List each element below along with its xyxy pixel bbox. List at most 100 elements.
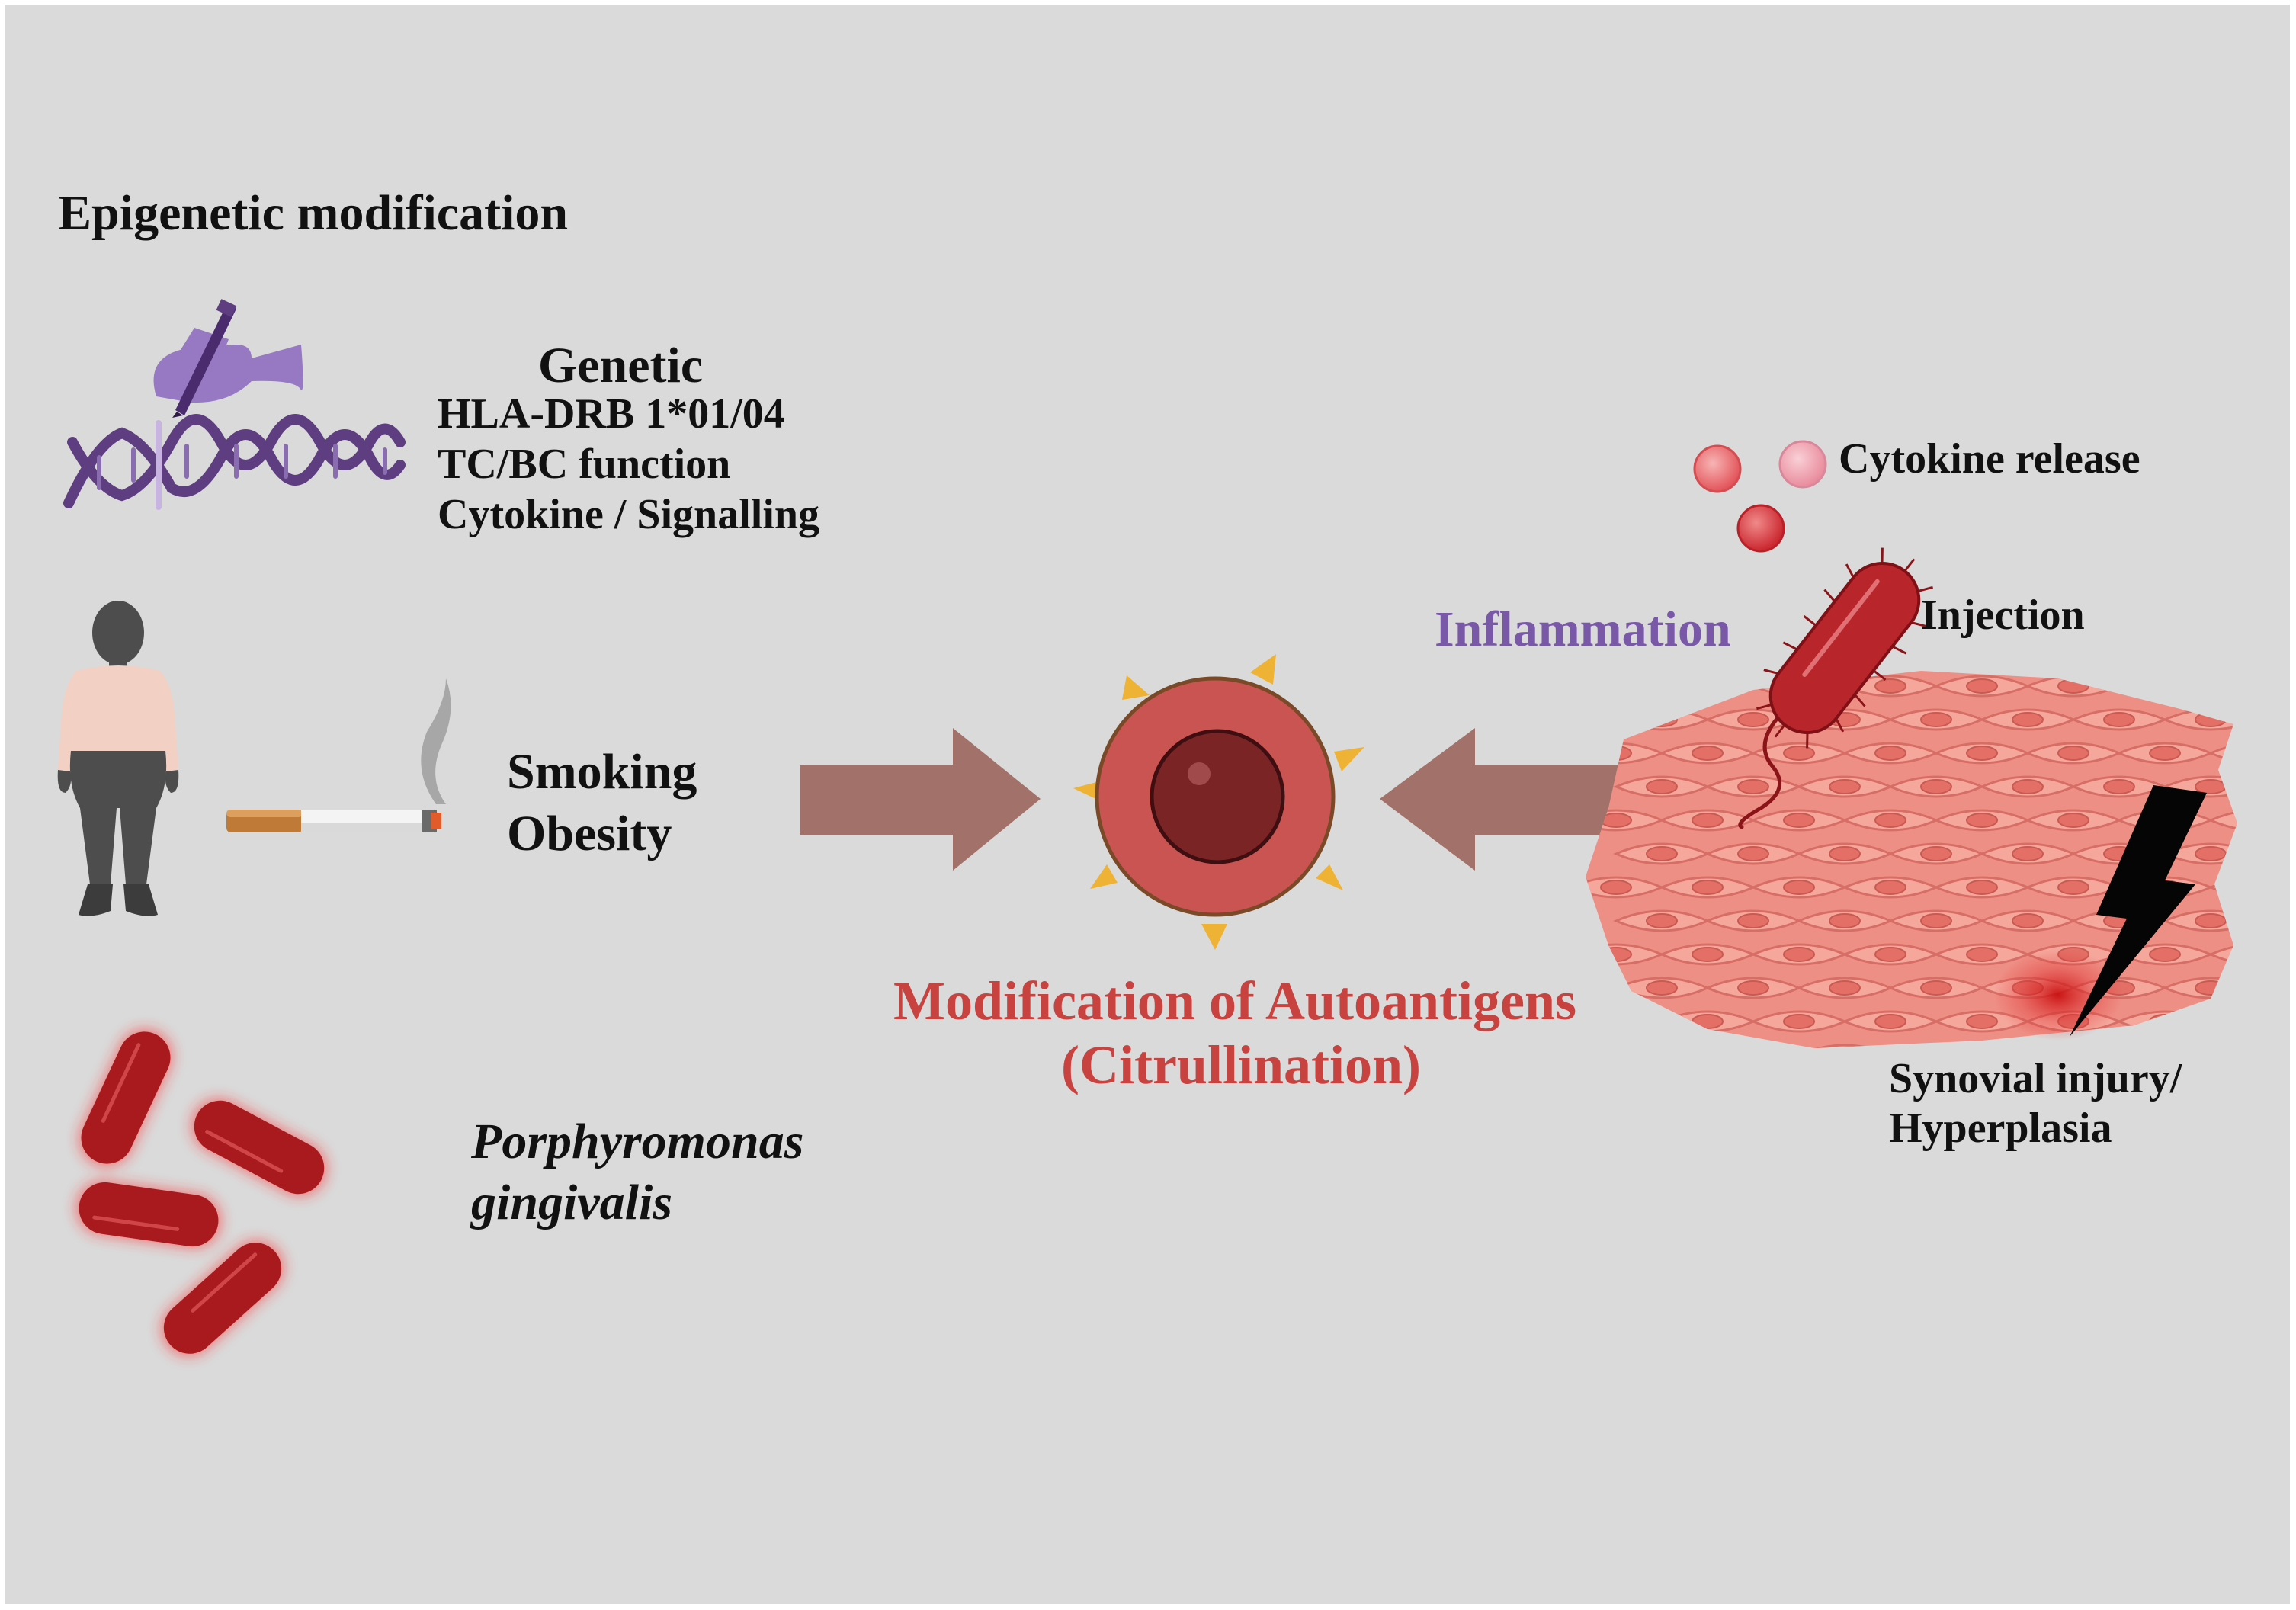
cytokine-icon [1693, 440, 1827, 553]
hand-pen-icon [153, 299, 303, 418]
synovial-cell-nucleus [1600, 1014, 1632, 1029]
synovial-cell-nucleus [2149, 746, 2181, 761]
bacteria-name-line2: gingivalis [471, 1175, 673, 1230]
synovial-cell-nucleus [1920, 846, 1952, 861]
synovial-cell [2208, 675, 2237, 698]
synovial-cell-nucleus [1646, 913, 1678, 928]
synovial-cell-nucleus [1737, 712, 1769, 727]
obesity-label: Obesity [507, 806, 672, 861]
synovial-cell-nucleus [2195, 980, 2227, 996]
synovial-cell [2208, 809, 2237, 832]
synovial-cell-nucleus [1783, 880, 1815, 895]
synovial-cell-nucleus [1692, 1014, 1724, 1029]
synovial-cell-nucleus [1966, 813, 1998, 828]
synovial-cell-nucleus [1600, 746, 1632, 761]
synovial-cell-nucleus [1829, 1047, 1861, 1048]
synovial-cell-nucleus [1737, 913, 1769, 928]
synovial-cell-nucleus [1737, 1047, 1769, 1048]
synovial-cell-nucleus [1692, 880, 1724, 895]
bacteria-icon [75, 1028, 327, 1357]
synovial-cell-nucleus [2057, 813, 2089, 828]
synovial-cell-nucleus [1600, 880, 1632, 895]
arrow-left-to-cell [1380, 728, 1622, 871]
synovial-cell [1613, 1044, 1711, 1048]
synovial-cell-nucleus [1966, 1014, 1998, 1029]
synovial-cell-nucleus [1920, 712, 1952, 727]
synovial-cell-nucleus [1783, 813, 1815, 828]
synovial-cell-nucleus [1600, 947, 1632, 962]
synovial-label-line2: Hyperplasia [1889, 1105, 2112, 1152]
synovial-cell-nucleus [1646, 1047, 1678, 1048]
inflammation-label: Inflammation [1435, 601, 1731, 657]
synovial-cell-nucleus [1737, 846, 1769, 861]
synovial-cell-nucleus [2057, 678, 2089, 694]
smoking-label: Smoking [507, 744, 697, 800]
synovial-cell-nucleus [2149, 1014, 2181, 1029]
synovial-cell-nucleus [1646, 712, 1678, 727]
synovial-cell-nucleus [1874, 746, 1906, 761]
cytokine-release-label: Cytokine release [1839, 435, 2140, 483]
synovial-cell-nucleus [1829, 913, 1861, 928]
synovial-cell-nucleus [2103, 779, 2135, 794]
synovial-cell-nucleus [1874, 947, 1906, 962]
synovial-cell [1659, 675, 1756, 698]
synovial-cell-nucleus [1874, 880, 1906, 895]
synovial-cell [2208, 1010, 2237, 1033]
synovial-tissue-icon [1586, 671, 2272, 1048]
synovial-cell-nucleus [1874, 1014, 1906, 1029]
synovial-label-line1: Synovial injury/ [1889, 1055, 2182, 1102]
synovial-cell-nucleus [2241, 948, 2272, 961]
synovial-cell-nucleus [1966, 746, 1998, 761]
synovial-cell-nucleus [2012, 846, 2044, 861]
synovial-cell-nucleus [1600, 678, 1632, 694]
synovial-cell-nucleus [2012, 712, 2044, 727]
synovial-cell-nucleus [1783, 947, 1815, 962]
synovial-cell-nucleus [1692, 678, 1724, 694]
synovial-cell-nucleus [1920, 980, 1952, 996]
synovial-cell-nucleus [2195, 712, 2227, 727]
synovial-cell-nucleus [1692, 746, 1724, 761]
synovial-cell [1586, 1010, 1665, 1033]
synovial-cell-nucleus [1646, 779, 1678, 794]
genetic-title: Genetic [537, 338, 704, 393]
synovial-cell-nucleus [2149, 947, 2181, 962]
synovial-cell-nucleus [2241, 880, 2272, 894]
synovial-cell-nucleus [1829, 846, 1861, 861]
genetic-item: Cytokine / Signalling [438, 491, 820, 538]
synovial-cell-nucleus [1874, 813, 1906, 828]
synovial-cell-nucleus [2195, 846, 2227, 861]
synovial-cell-nucleus [2195, 913, 2227, 928]
bacteria-name-line1: Porphyromonas [471, 1114, 804, 1169]
heading-epigenetic: Epigenetic modification [58, 185, 569, 241]
synovial-cell-nucleus [1646, 980, 1678, 996]
synovial-cell-nucleus [1692, 813, 1724, 828]
synovial-cell-nucleus [1783, 1014, 1815, 1029]
center-label-line2: (Citrullination) [1060, 1034, 1422, 1095]
synovial-cell-nucleus [1920, 913, 1952, 928]
synovial-cell-nucleus [2149, 678, 2181, 694]
injection-bacterium-icon [1738, 547, 1933, 829]
genetic-list: HLA-DRB 1*01/04 TC/BC function Cytokine … [438, 389, 819, 540]
synovial-cell-nucleus [2195, 1047, 2227, 1048]
synovial-cell-nucleus [1829, 779, 1861, 794]
synovial-cell-nucleus [2057, 746, 2089, 761]
genetic-item: HLA-DRB 1*01/04 [438, 390, 785, 438]
synovial-cell-nucleus [2241, 679, 2272, 693]
person-icon [57, 601, 179, 916]
synovial-cell-nucleus [1966, 947, 1998, 962]
synovial-cell-nucleus [2103, 712, 2135, 727]
synovial-cell [2208, 876, 2237, 899]
synovial-cell-nucleus [1646, 846, 1678, 861]
synovial-cell-nucleus [1783, 746, 1815, 761]
cigarette-icon [226, 678, 451, 832]
lightning-icon [2070, 785, 2207, 1037]
synovial-cell-nucleus [1966, 678, 1998, 694]
cell-icon [1073, 654, 1364, 950]
synovial-cell-nucleus [2057, 880, 2089, 895]
injection-label: Injection [1921, 592, 2085, 639]
synovial-cell-nucleus [1966, 880, 1998, 895]
synovial-cell-nucleus [1737, 779, 1769, 794]
arrow-right-to-cell [800, 728, 1041, 871]
synovial-cell-nucleus [2012, 779, 2044, 794]
